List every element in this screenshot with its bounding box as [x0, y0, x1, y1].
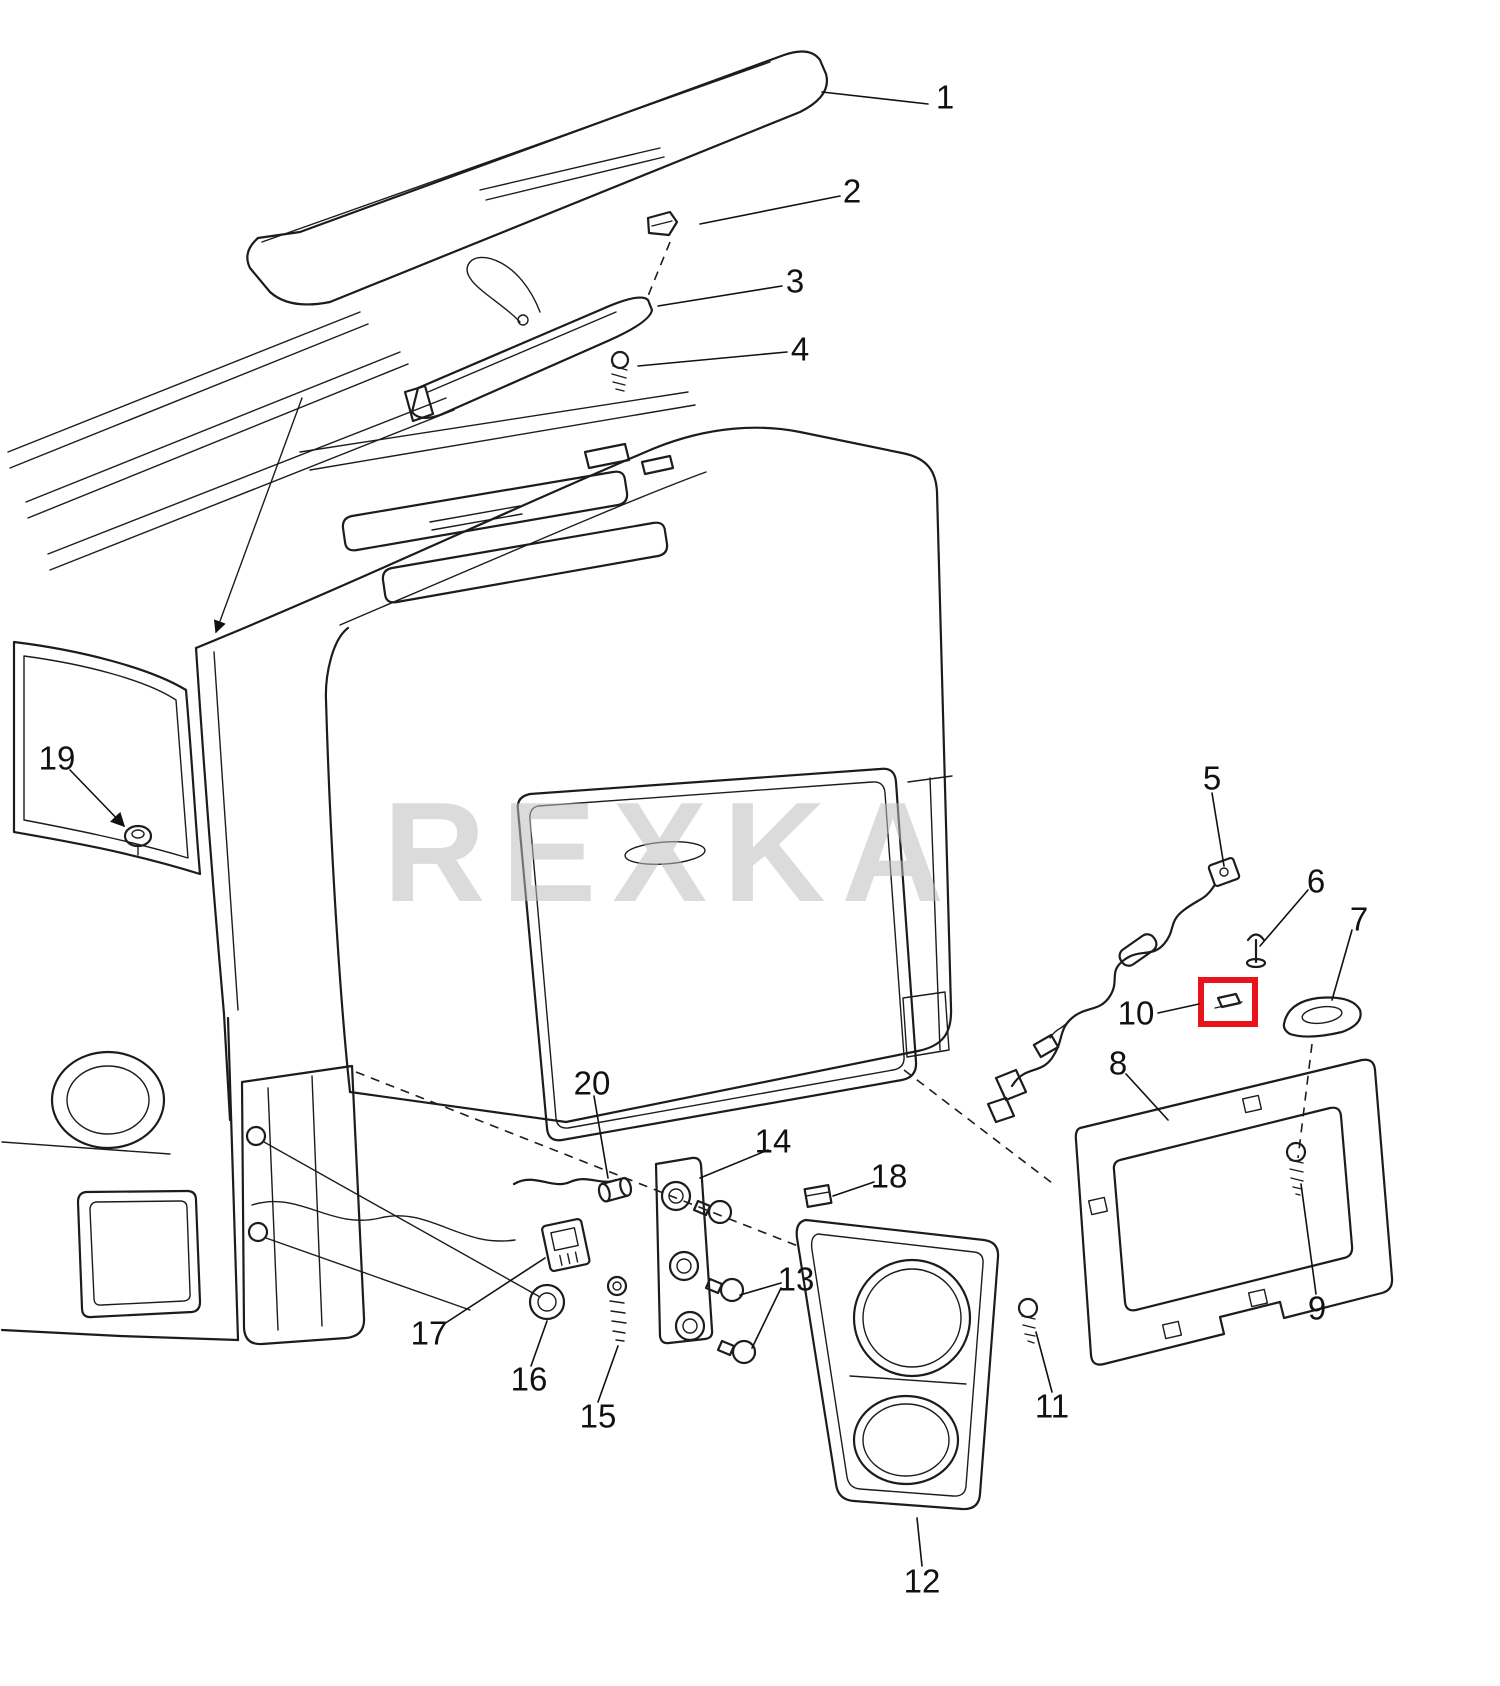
cable-grommet — [512, 1177, 633, 1203]
screw-4 — [610, 350, 630, 392]
callout-10: 10 — [1117, 994, 1155, 1032]
watermark: REXKA — [383, 773, 961, 932]
roof-slats — [341, 442, 675, 604]
tail-lamp — [795, 1218, 1000, 1511]
callout-17: 17 — [410, 1314, 448, 1352]
license-applique — [1074, 1058, 1394, 1366]
tail-lamp-pocket — [240, 1064, 541, 1346]
grommet-19 — [123, 824, 153, 856]
highlight-box — [1198, 977, 1258, 1027]
grommet-nut — [528, 1283, 566, 1321]
screw-9 — [1285, 1141, 1307, 1196]
callout-5: 5 — [1202, 759, 1222, 797]
callout-6: 6 — [1306, 862, 1326, 900]
callout-12: 12 — [903, 1562, 941, 1600]
spoiler — [246, 50, 829, 306]
nut-10 — [1214, 992, 1243, 1009]
clip-18 — [803, 1183, 833, 1209]
callout-11: 11 — [1034, 1387, 1070, 1425]
connector — [541, 1218, 591, 1273]
roof-ribs — [7, 311, 696, 571]
callout-8: 8 — [1108, 1044, 1128, 1082]
screw-15 — [606, 1275, 628, 1342]
push-clip — [1245, 933, 1267, 969]
callout-16: 16 — [510, 1360, 548, 1398]
leader-lines — [69, 91, 1353, 1567]
side-window — [12, 640, 202, 876]
vehicle-rear-body — [0, 311, 953, 1346]
callout-15: 15 — [579, 1397, 617, 1435]
callout-3: 3 — [785, 262, 805, 300]
callout-7: 7 — [1349, 900, 1369, 938]
callout-20: 20 — [573, 1064, 611, 1102]
screw-11 — [1017, 1297, 1039, 1344]
quarter-panel — [0, 1016, 240, 1342]
callout-1: 1 — [935, 78, 955, 116]
callout-13: 13 — [777, 1260, 815, 1298]
body-harness-line — [251, 1200, 516, 1242]
socket-plate — [654, 1156, 714, 1345]
liftgate-body — [194, 426, 953, 1124]
callout-14: 14 — [754, 1122, 792, 1160]
callout-18: 18 — [870, 1157, 908, 1195]
callout-2: 2 — [842, 172, 862, 210]
callout-19: 19 — [38, 739, 76, 777]
handle-bezel — [1282, 996, 1362, 1038]
wiring-harness — [986, 856, 1241, 1124]
bulbs — [692, 1199, 757, 1365]
spoiler-clip — [646, 210, 679, 237]
assembly-axes — [213, 241, 1313, 1247]
liftgate-window — [516, 767, 918, 1142]
callout-9: 9 — [1307, 1289, 1327, 1327]
stop-lamp — [403, 256, 654, 423]
callout-4: 4 — [790, 330, 810, 368]
